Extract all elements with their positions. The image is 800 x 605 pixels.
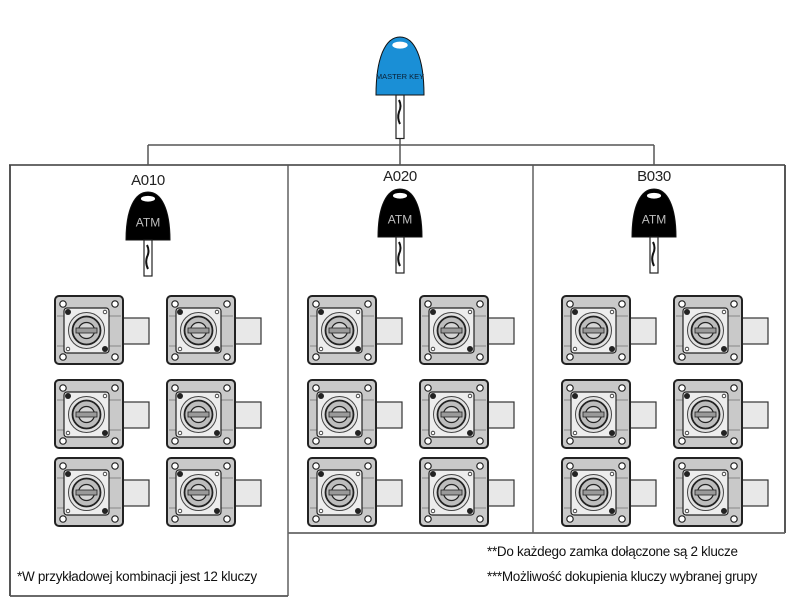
key-cut (397, 99, 402, 125)
lock-icon (419, 379, 515, 449)
key-cut (397, 241, 402, 267)
lock-icon (561, 457, 657, 527)
master-key: MASTER KEY (375, 36, 425, 140)
lock-icon (54, 457, 150, 527)
key-ring-hole (392, 192, 408, 199)
group-key-icon-b030-head (631, 188, 677, 238)
lock-icon (54, 295, 150, 365)
footnote-total-keys: *W przykładowej kombinacji jest 12 klucz… (17, 569, 257, 584)
key-blade (395, 236, 405, 274)
group-label-a020: A020 (383, 168, 417, 185)
lock-icon (166, 379, 262, 449)
connector-lines (147, 135, 655, 165)
lock-icon (307, 295, 403, 365)
lock-icon (54, 379, 150, 449)
key-ring-hole (646, 192, 662, 199)
master-key-icon: MASTER KEY (375, 36, 425, 140)
lock-icon (673, 379, 769, 449)
key-blade (143, 239, 153, 277)
group-label-a010: A010 (131, 172, 165, 189)
key-ring-hole (140, 195, 156, 202)
group-key-icon-a010-head (125, 191, 171, 241)
group-key-icon-a010: ATM (125, 191, 171, 277)
key-blade (649, 236, 659, 274)
lock-icon (419, 457, 515, 527)
group-key-icon-a020-label: ATM (388, 213, 412, 227)
group-label-b030: B030 (637, 168, 671, 185)
lock-icon (307, 457, 403, 527)
footnote-extra-keys: ***Możliwość dokupienia kluczy wybranej … (487, 569, 758, 584)
group-key-icon-b030: ATM (631, 188, 677, 274)
master-key-icon-label: MASTER KEY (376, 72, 424, 81)
lock-icon (561, 379, 657, 449)
master-key-icon-head (375, 36, 425, 96)
lock-icon (673, 295, 769, 365)
key-cut (145, 244, 150, 270)
key-ring-hole (392, 41, 408, 49)
lock-icon (166, 457, 262, 527)
key-cut (651, 241, 656, 267)
key-blade (395, 94, 405, 140)
group-key-icon-a020: ATM (377, 188, 423, 274)
group-key-icon-a010-label: ATM (136, 216, 160, 230)
lock-icon (673, 457, 769, 527)
lock-icon (561, 295, 657, 365)
lock-icon (307, 379, 403, 449)
group-boxes (9, 164, 786, 597)
group-key-icon-b030-label: ATM (642, 213, 666, 227)
lock-icon (166, 295, 262, 365)
lock-icon (419, 295, 515, 365)
footnote-keys-per-lock: **Do każdego zamka dołączone są 2 klucze (487, 544, 738, 559)
group-key-icon-a020-head (377, 188, 423, 238)
